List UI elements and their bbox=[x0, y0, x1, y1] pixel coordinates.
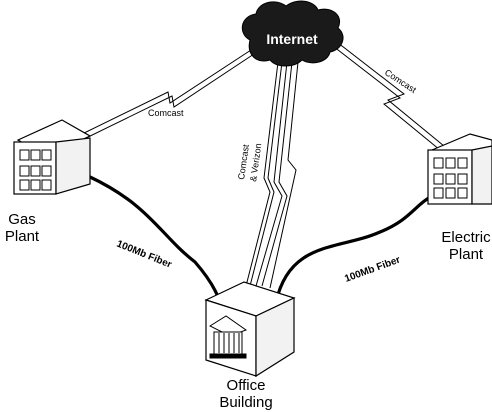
electric-plant-windows bbox=[433, 157, 468, 199]
electric-plant-label-line2: Plant bbox=[449, 246, 484, 263]
wireless-link-electric bbox=[319, 31, 445, 151]
internet-label: Internet bbox=[266, 31, 318, 47]
gas-plant-label-line2: Plant bbox=[5, 228, 40, 245]
fiber-cable-electric-office bbox=[274, 194, 433, 303]
wireless-link-office bbox=[245, 61, 299, 289]
internet-cloud: Internet bbox=[241, 0, 344, 67]
fiber-cable-gas-office bbox=[87, 174, 224, 311]
gas-fiber-label: 100Mb Fiber bbox=[115, 239, 173, 271]
office-wireless-label-1: Comcast bbox=[236, 143, 251, 180]
electric-plant-label-line1: Electric bbox=[441, 229, 491, 246]
gas-plant-label-line1: Gas bbox=[8, 211, 36, 228]
office-building-label-line2: Building bbox=[219, 394, 272, 411]
electric-fiber-label: 100Mb Fiber bbox=[343, 254, 402, 284]
gas-plant-windows bbox=[19, 149, 52, 191]
office-columns-icon bbox=[208, 315, 248, 359]
gas-plant-building bbox=[13, 119, 92, 195]
wireless-link-gas bbox=[77, 49, 255, 141]
office-building-label-line1: Office bbox=[227, 377, 266, 394]
electric-plant-building bbox=[427, 133, 492, 205]
office-building bbox=[204, 281, 296, 378]
gas-wireless-label: Comcast bbox=[148, 108, 184, 118]
